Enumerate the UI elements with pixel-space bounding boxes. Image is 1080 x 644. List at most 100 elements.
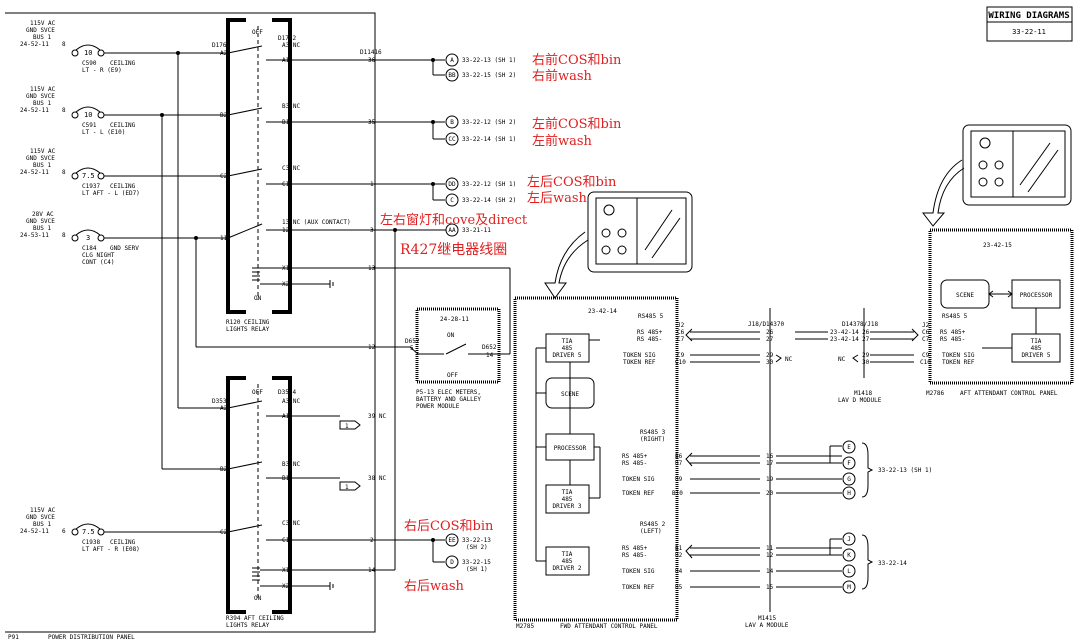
svg-text:C2: C2	[220, 173, 228, 180]
svg-text:23-42-14: 23-42-14	[830, 329, 859, 336]
svg-text:LIGHTS RELAY: LIGHTS RELAY	[226, 326, 270, 333]
svg-text:D11416: D11416	[360, 49, 382, 56]
svg-text:LIGHTS RELAY: LIGHTS RELAY	[226, 622, 270, 629]
svg-text:C7: C7	[922, 336, 930, 343]
svg-text:33-22-13: 33-22-13	[462, 537, 491, 544]
svg-text:16: 16	[766, 453, 774, 460]
svg-text:DD: DD	[448, 181, 456, 188]
svg-text:24-52-11: 24-52-11	[20, 41, 49, 48]
footer-name: POWER DISTRIBUTION PANEL	[48, 634, 135, 641]
svg-text:27: 27	[862, 336, 870, 343]
svg-text:NC: NC	[785, 356, 793, 363]
svg-text:C1937: C1937	[82, 183, 100, 190]
svg-text:485: 485	[562, 345, 573, 352]
svg-text:LT AFT - R (E08): LT AFT - R (E08)	[82, 546, 140, 553]
svg-text:C3 NC: C3 NC	[282, 520, 300, 527]
svg-text:LT - L (E10): LT - L (E10)	[82, 129, 125, 136]
svg-text:G: G	[847, 476, 851, 483]
svg-text:B4: B4	[675, 568, 683, 575]
svg-text:M2785: M2785	[516, 623, 534, 630]
svg-text:8: 8	[62, 232, 66, 239]
svg-text:J: J	[847, 536, 851, 543]
svg-text:CC: CC	[448, 136, 456, 143]
svg-text:TOKEN SIG: TOKEN SIG	[622, 568, 655, 575]
svg-text:C10: C10	[675, 359, 686, 366]
svg-text:29: 29	[766, 352, 774, 359]
svg-text:RS 485+: RS 485+	[940, 329, 966, 336]
svg-text:33-22-13 (SH 1): 33-22-13 (SH 1)	[462, 57, 516, 64]
svg-text:13 NC (AUX CONTACT): 13 NC (AUX CONTACT)	[282, 219, 351, 226]
relay-r120: OFF ON D1762 D1762 A3 NC A2 A1 B3 NC B2 …	[212, 18, 351, 333]
svg-text:D3534: D3534	[278, 389, 296, 396]
svg-text:14: 14	[766, 568, 774, 575]
svg-text:C3 NC: C3 NC	[282, 165, 300, 172]
svg-text:19: 19	[766, 476, 774, 483]
svg-text:7.5: 7.5	[82, 172, 95, 180]
relay-r394: OFF ON D3534 D3534 A3 NC A2 A1 B3 NC B2 …	[212, 376, 334, 629]
svg-text:BUS 1: BUS 1	[33, 100, 51, 107]
svg-text:(RIGHT): (RIGHT)	[640, 436, 665, 443]
svg-text:R394 AFT CEILING: R394 AFT CEILING	[226, 615, 284, 622]
svg-text:17: 17	[766, 460, 774, 467]
svg-text:C9: C9	[677, 352, 685, 359]
ref-b: B 33-22-12 (SH 2)	[445, 115, 516, 129]
svg-text:DRIVER 5: DRIVER 5	[553, 352, 582, 359]
svg-text:RS 485+: RS 485+	[622, 453, 648, 460]
svg-text:(SH 1): (SH 1)	[466, 566, 488, 573]
svg-text:GND SERV: GND SERV	[110, 245, 139, 252]
svg-text:2: 2	[370, 537, 374, 544]
breaker-c1938: 115V AC GND SVCE BUS 1 24-52-11 6 7.5 C1…	[20, 507, 228, 553]
svg-text:GND SVCE: GND SVCE	[26, 218, 55, 225]
svg-text:11: 11	[220, 235, 228, 242]
svg-text:7.5: 7.5	[82, 528, 95, 536]
svg-text:J18/D14370: J18/D14370	[748, 321, 785, 328]
svg-text:14: 14	[368, 567, 376, 574]
note-6: 左后wash	[527, 191, 588, 206]
svg-text:RS485 2: RS485 2	[640, 521, 666, 528]
svg-text:TIA: TIA	[562, 489, 573, 496]
svg-text:A3 NC: A3 NC	[282, 398, 300, 405]
svg-text:C184: C184	[82, 245, 97, 252]
svg-text:33-22-14: 33-22-14	[878, 560, 907, 567]
bus-group-1: E F G H 33-22-13 (SH 1)	[776, 440, 932, 500]
svg-text:B2: B2	[220, 112, 228, 119]
svg-text:B2: B2	[675, 552, 683, 559]
svg-text:33-22-12 (SH 2): 33-22-12 (SH 2)	[462, 119, 516, 126]
fwd-panel-icon	[544, 191, 693, 299]
svg-text:GND SVCE: GND SVCE	[26, 27, 55, 34]
svg-text:11: 11	[766, 545, 774, 552]
svg-text:NC: NC	[838, 356, 846, 363]
note-4: 左前wash	[532, 133, 593, 149]
svg-text:BB: BB	[448, 72, 456, 79]
svg-text:BUS 1: BUS 1	[33, 225, 51, 232]
svg-text:24-52-11: 24-52-11	[20, 169, 49, 176]
svg-text:TIA: TIA	[562, 551, 573, 558]
svg-text:6: 6	[62, 528, 66, 535]
bus-group-2: J K L M 33-22-14	[776, 532, 907, 594]
note-9: 右后COS和bin	[404, 519, 494, 534]
svg-text:K: K	[847, 552, 851, 559]
svg-text:CEILING: CEILING	[110, 539, 136, 546]
relay2-wires: 1 39 NC 1 38 NC 2 14	[290, 413, 445, 574]
svg-text:24-28-11: 24-28-11	[440, 316, 469, 323]
svg-text:3: 3	[370, 227, 374, 234]
svg-text:M: M	[847, 584, 851, 591]
svg-text:B6: B6	[675, 453, 683, 460]
svg-text:RS485 5: RS485 5	[638, 313, 664, 320]
svg-text:TOKEN SIG: TOKEN SIG	[942, 352, 975, 359]
svg-text:26: 26	[766, 329, 774, 336]
svg-text:B: B	[450, 119, 454, 126]
svg-text:1: 1	[345, 423, 349, 430]
svg-text:D652: D652	[482, 344, 497, 351]
svg-text:C7: C7	[677, 336, 685, 343]
svg-text:B3 NC: B3 NC	[282, 103, 300, 110]
svg-text:13: 13	[368, 265, 376, 272]
svg-text:EE: EE	[448, 537, 456, 544]
svg-text:CEILING: CEILING	[110, 122, 136, 129]
svg-text:A2: A2	[220, 50, 228, 57]
svg-text:C6: C6	[922, 329, 930, 336]
